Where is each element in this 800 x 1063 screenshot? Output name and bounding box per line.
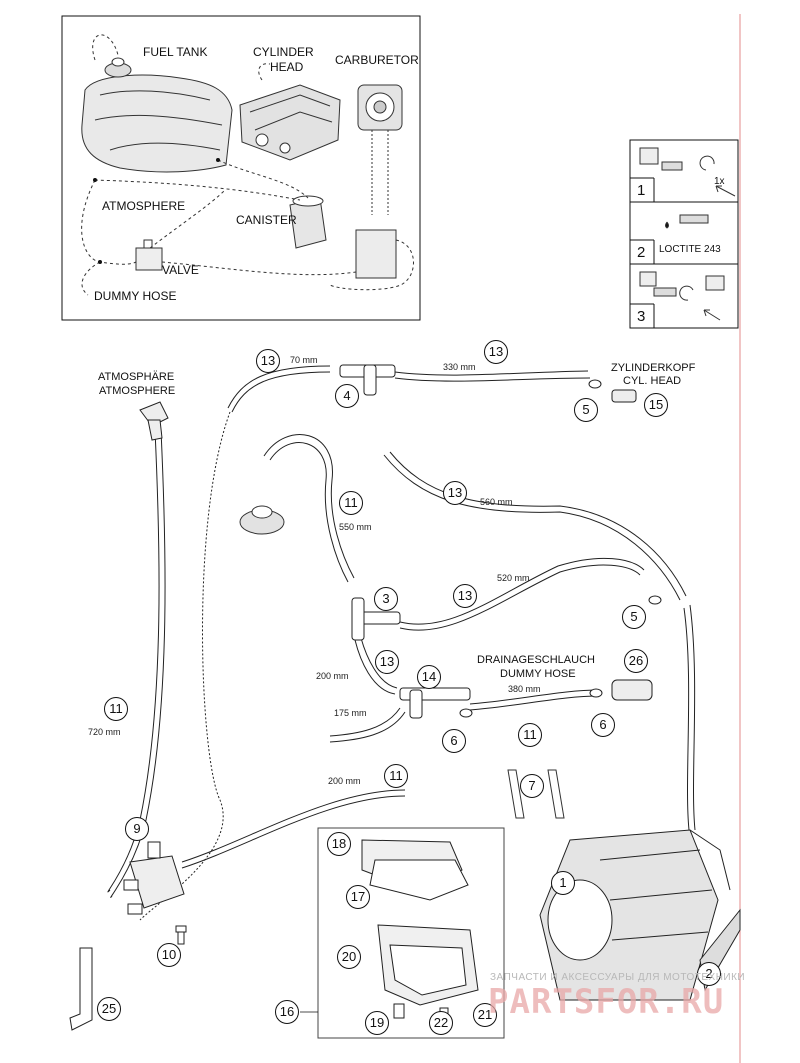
legend-num-3: 3 — [637, 308, 646, 325]
valve-drawing — [135, 239, 163, 271]
label-dummy-hose-overview: DUMMY HOSE — [94, 289, 177, 303]
legend-icons — [639, 147, 736, 321]
callout-11-b: 11 — [518, 723, 542, 747]
bracket-drawing — [69, 947, 93, 1031]
callout-25: 25 — [97, 997, 121, 1021]
legend-num-2: 2 — [637, 244, 646, 261]
legend-text-1: 1x — [714, 176, 725, 187]
callout-14: 14 — [417, 665, 441, 689]
screw-drawing — [175, 925, 187, 945]
callout-6-b: 6 — [591, 713, 615, 737]
atmosphere-elbow — [139, 401, 169, 441]
fuel-cap-drawing — [239, 505, 285, 535]
callout-7: 7 — [520, 774, 544, 798]
callout-21: 21 — [473, 1003, 497, 1027]
drain-box-drawing — [361, 839, 479, 1019]
callout-9: 9 — [125, 817, 149, 841]
dim-720: 720 mm — [88, 727, 121, 737]
callout-22: 22 — [429, 1011, 453, 1035]
label-drainage: DRAINAGESCHLAUCH — [477, 654, 595, 666]
legend-text-2: LOCTITE 243 — [659, 244, 721, 255]
callout-20: 20 — [337, 945, 361, 969]
dim-200b: 200 mm — [328, 776, 361, 786]
watermark-logo: PARTSFOR.RU — [488, 982, 725, 1022]
label-cylinder: CYLINDER — [253, 45, 314, 59]
callout-13-e: 13 — [375, 650, 399, 674]
clamp-drawing — [507, 769, 565, 819]
label-dummy-hose: DUMMY HOSE — [500, 668, 576, 680]
label-atmosphere: ATMOSPHERE — [99, 385, 176, 397]
assembly-frame — [317, 827, 505, 1039]
overview-hoses — [81, 34, 414, 296]
canister-main-drawing — [539, 829, 741, 1001]
cylinder-head-drawing — [239, 84, 341, 161]
callout-2: 2 — [697, 962, 721, 986]
callout-15: 15 — [644, 393, 668, 417]
label-atmosphaere: ATMOSPHÄRE — [98, 371, 175, 383]
callout-13-a: 13 — [256, 349, 280, 373]
callout-13-c: 13 — [443, 481, 467, 505]
dim-330: 330 mm — [443, 362, 476, 372]
legend-num-1: 1 — [637, 182, 646, 199]
label-head: HEAD — [270, 60, 304, 74]
dim-380: 380 mm — [508, 684, 541, 694]
main-hoses — [107, 365, 696, 921]
callout-19: 19 — [365, 1011, 389, 1035]
label-carburetor: CARBURETOR — [335, 53, 419, 67]
label-fuel-tank: FUEL TANK — [143, 45, 208, 59]
label-valve: VALVE — [162, 263, 199, 277]
callout-1: 1 — [551, 871, 575, 895]
callout-4: 4 — [335, 384, 359, 408]
dim-70: 70 mm — [290, 355, 318, 365]
callout-16: 16 — [275, 1000, 299, 1024]
callout-3: 3 — [374, 587, 398, 611]
callout-18: 18 — [327, 832, 351, 856]
callout-5-b: 5 — [622, 605, 646, 629]
dim-550: 550 mm — [339, 522, 372, 532]
label-atmosphere-overview: ATMOSPHERE — [102, 199, 186, 213]
valve-main-drawing — [123, 841, 185, 915]
label-cyl-head: CYL. HEAD — [623, 375, 682, 387]
dim-175: 175 mm — [334, 708, 367, 718]
callout-11-c: 11 — [384, 764, 408, 788]
callout-26: 26 — [624, 649, 648, 673]
overview-joints — [93, 158, 220, 264]
callout-13-d: 13 — [453, 584, 477, 608]
callout-6-a: 6 — [442, 729, 466, 753]
watermark-tagline: ЗАПЧАСТИ И АКСЕССУАРЫ ДЛЯ МОТОТЕХНИКИ — [490, 972, 746, 983]
callout-11-a: 11 — [339, 491, 363, 515]
dim-520: 520 mm — [497, 573, 530, 583]
fuel-tank-drawing — [81, 57, 233, 173]
overview-frame — [61, 15, 421, 321]
carburetor-drawing — [355, 84, 403, 279]
label-zylinderkopf: ZYLINDERKOPF — [611, 362, 696, 374]
legend-frame — [629, 139, 739, 329]
callout-5-a: 5 — [574, 398, 598, 422]
canister-drawing — [289, 195, 327, 249]
callout-11-d: 11 — [104, 697, 128, 721]
fittings — [339, 364, 662, 719]
callout-17: 17 — [346, 885, 370, 909]
dim-560: 560 mm — [480, 497, 513, 507]
label-canister: CANISTER — [236, 213, 297, 227]
callout-10: 10 — [157, 943, 181, 967]
dim-200a: 200 mm — [316, 671, 349, 681]
callout-13-b: 13 — [484, 340, 508, 364]
